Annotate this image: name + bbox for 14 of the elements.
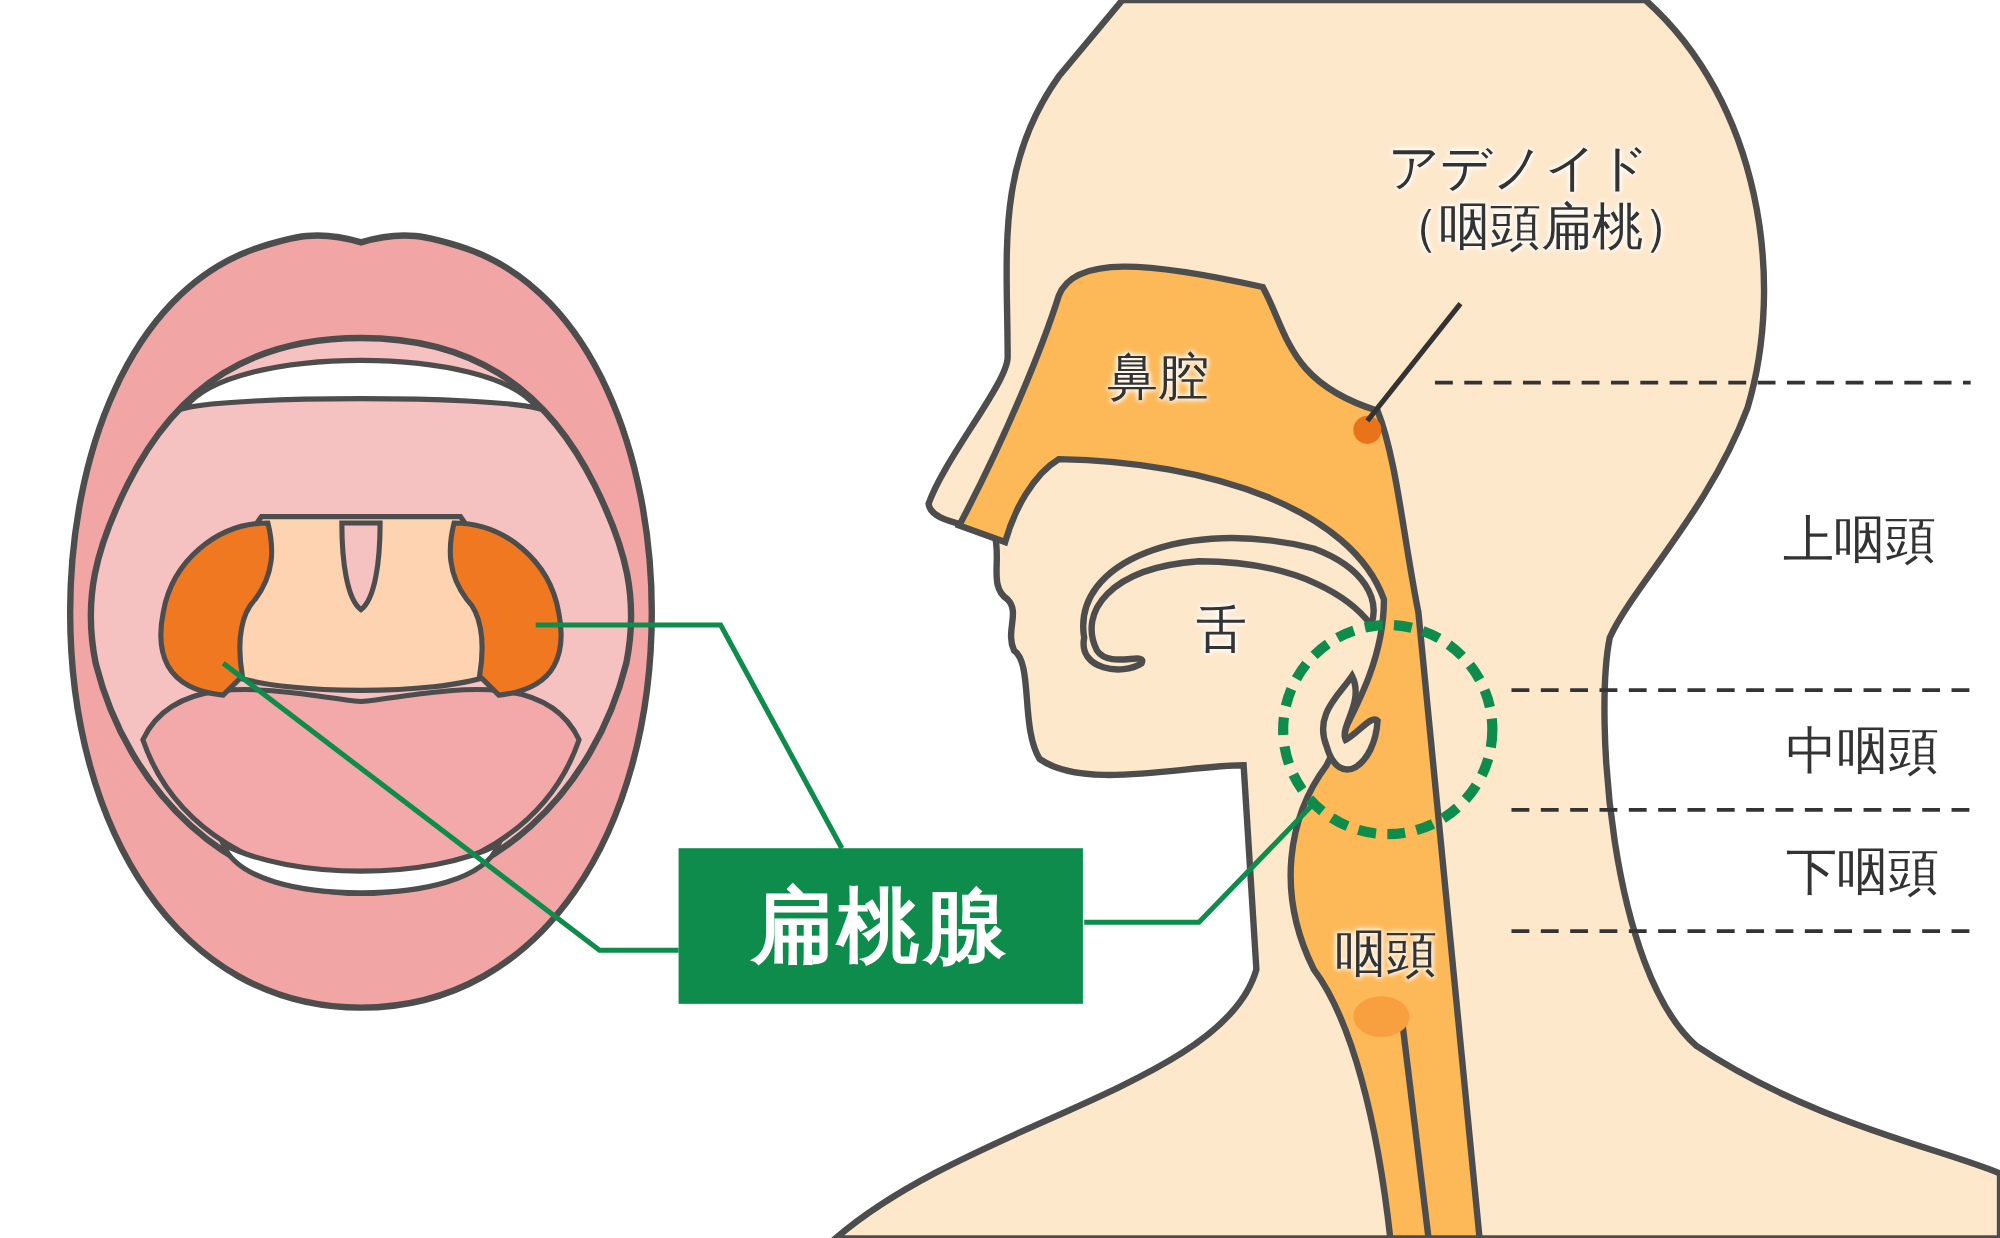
callout-label: アデノイド（咽頭扁桃） [1387, 137, 1710, 256]
part-label: 中咽頭 [1785, 720, 1939, 780]
part-label: 舌 [1196, 599, 1248, 659]
part-label: 下咽頭 [1785, 841, 1939, 901]
part-label: 上咽頭 [1783, 510, 1937, 569]
part-label: 鼻腔 [1107, 346, 1210, 406]
tonsil-area [447, 520, 564, 698]
dashed-circle [1278, 619, 1498, 840]
term-label-box: 扁桃腺 [678, 848, 1083, 1004]
part-label: 咽頭 [1335, 923, 1438, 983]
leader-line [1365, 302, 1463, 423]
adenoid-spot [1353, 415, 1382, 444]
leader-line [535, 622, 845, 850]
tonsil-area [158, 520, 275, 698]
